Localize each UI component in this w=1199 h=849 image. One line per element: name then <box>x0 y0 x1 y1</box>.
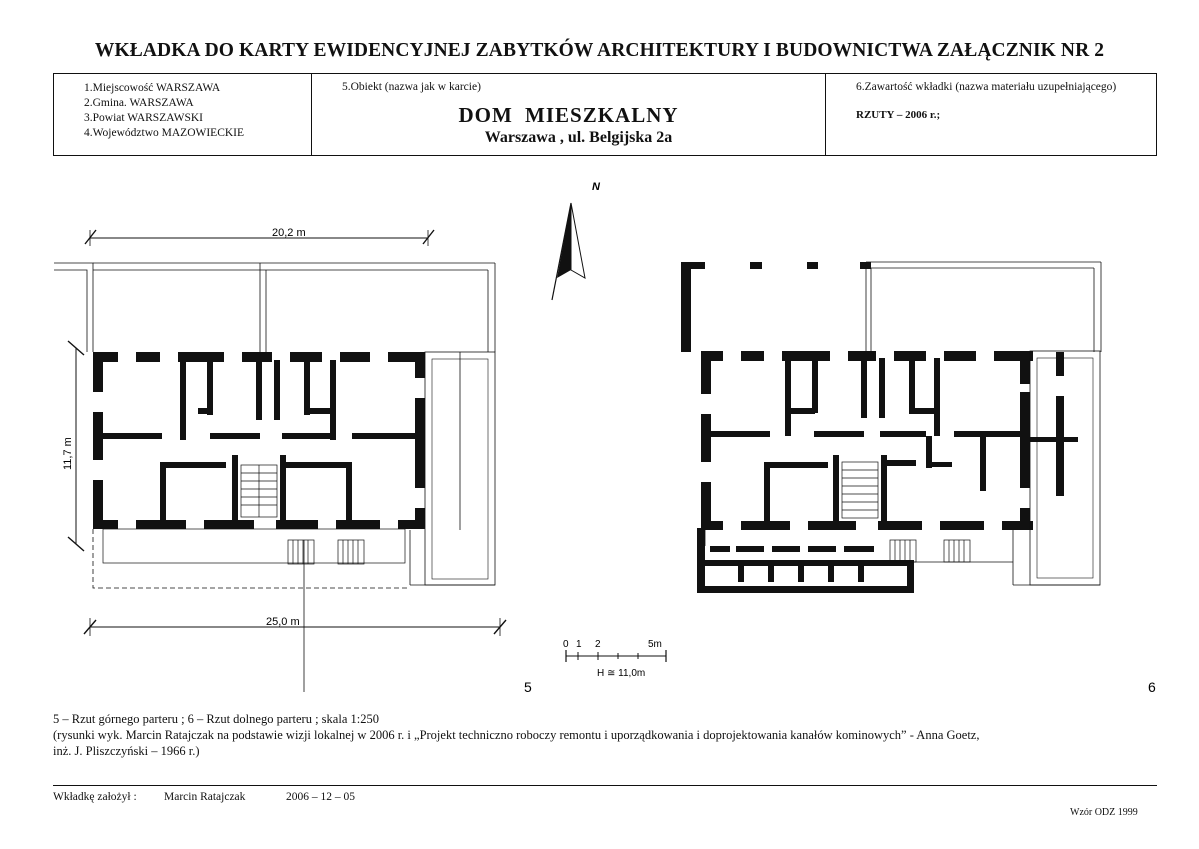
scale-tick-0: 0 <box>563 639 569 650</box>
north-label: N <box>592 181 601 193</box>
footer-divider <box>53 785 1157 786</box>
caption-line-1: 5 – Rzut górnego parteru ; 6 – Rzut doln… <box>53 712 379 726</box>
contents-value: RZUTY – 2006 r.; <box>856 109 941 121</box>
object-cell: 5.Obiekt (nazwa jak w karcie) DOM MIESZK… <box>312 74 826 155</box>
caption-line-2: (rysunki wyk. Marcin Ratajczak na podsta… <box>53 728 980 742</box>
location-cell: 1.Miejscowość WARSZAWA 2.Gmina. WARSZAWA… <box>54 74 312 155</box>
plan-5-upper-ground-floor <box>54 229 507 692</box>
dimension-top: 20,2 m <box>272 227 306 239</box>
founder-label: Wkładkę założył : <box>53 791 137 803</box>
scale-tick-1: 1 <box>576 639 582 650</box>
object-address: Warszawa , ul. Belgijska 2a <box>484 129 673 146</box>
template-id: Wzór ODZ 1999 <box>1070 807 1138 818</box>
contents-label: 6.Zawartość wkładki (nazwa materiału uzu… <box>856 81 1117 93</box>
caption-line-3: inż. J. Pliszczyński – 1966 r.) <box>53 744 200 758</box>
header-table: 1.Miejscowość WARSZAWA 2.Gmina. WARSZAWA… <box>53 73 1157 156</box>
gmina-field: 2.Gmina. WARSZAWA <box>84 97 194 109</box>
powiat-field: 3.Powiat WARSZAWSKI <box>84 112 203 124</box>
plan-6-number: 6 <box>1148 679 1156 695</box>
plan-5-number: 5 <box>524 679 532 695</box>
height-note: H ≅ 11,0m <box>597 668 645 679</box>
founder-name: Marcin Ratajczak <box>164 791 246 803</box>
object-label: 5.Obiekt (nazwa jak w karcie) <box>342 81 481 93</box>
dimension-side: 11,7 m <box>62 437 74 470</box>
scale-bar <box>565 650 667 662</box>
contents-cell: 6.Zawartość wkładki (nazwa materiału uzu… <box>826 74 1156 155</box>
plan-6-lower-ground-floor <box>681 261 1102 593</box>
dimension-bottom: 25,0 m <box>266 616 300 628</box>
page-title: WKŁADKA DO KARTY EWIDENCYJNEJ ZABYTKÓW A… <box>94 40 1105 61</box>
founding-date: 2006 – 12 – 05 <box>286 791 355 803</box>
scale-tick-5m: 5m <box>648 639 662 650</box>
object-name: DOM MIESZKALNY <box>458 103 679 127</box>
scale-tick-2: 2 <box>595 639 601 650</box>
wojewodztwo-field: 4.Województwo MAZOWIECKIE <box>84 127 245 139</box>
miejscowosc-field: 1.Miejscowość WARSZAWA <box>84 82 221 94</box>
north-arrow-icon: N <box>551 181 601 301</box>
